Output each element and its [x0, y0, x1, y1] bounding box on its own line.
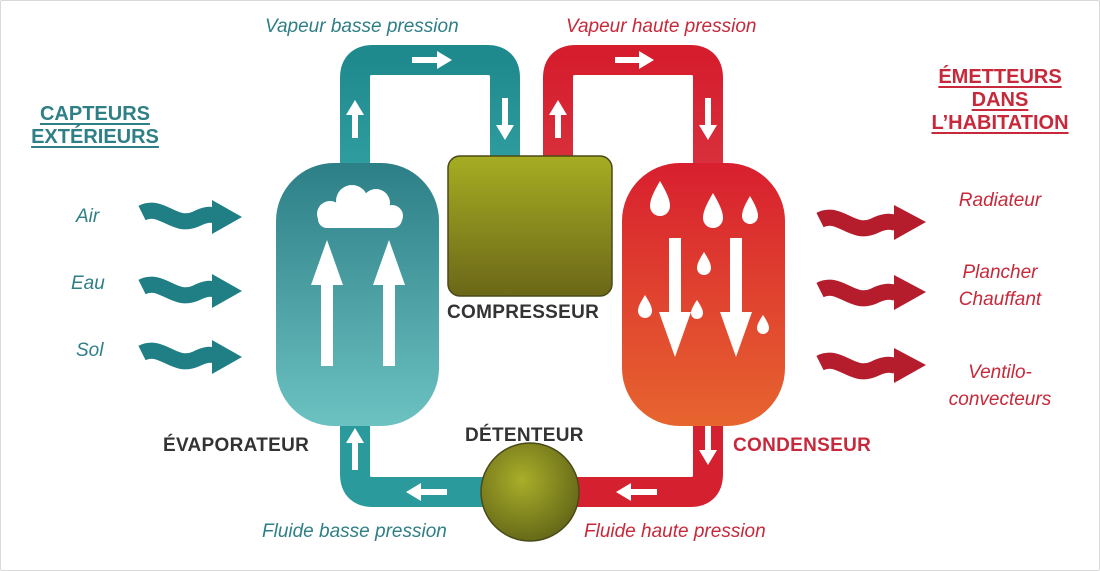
label-fluide-haute-pression: Fluide haute pression	[584, 521, 766, 542]
pipe-low-pressure-fluid	[340, 410, 490, 507]
water-drop-icon	[638, 181, 769, 334]
label-condenseur: CONDENSEUR	[733, 435, 872, 456]
right-panel-title: ÉMETTEURS DANS L’HABITATION	[910, 66, 1090, 135]
pipe-high-pressure-vapor	[543, 45, 723, 165]
left-title-line1: CAPTEURS	[39, 103, 150, 125]
label-vapeur-haute-pression: Vapeur haute pression	[566, 16, 757, 37]
label-evaporateur: ÉVAPORATEUR	[163, 435, 310, 456]
flow-arrow-icon	[346, 51, 717, 501]
left-panel-title: CAPTEURS EXTÉRIEURS	[13, 103, 177, 149]
emitter-ventilo-convecteurs: Ventilo- convecteurs	[930, 359, 1070, 413]
wavy-arrow-icon	[816, 205, 926, 383]
right-title-line3: L’HABITATION	[931, 112, 1069, 134]
pipe-low-pressure-vapor	[340, 45, 520, 165]
emitter-plancher-line2: Chauffant	[958, 289, 1042, 310]
cloud-icon	[317, 185, 403, 228]
emitter-radiateur: Radiateur	[958, 190, 1042, 211]
right-title-line2: DANS	[971, 89, 1029, 111]
label-vapeur-basse-pression: Vapeur basse pression	[265, 16, 459, 37]
label-fluide-basse-pression: Fluide basse pression	[262, 521, 447, 542]
source-sol: Sol	[76, 340, 104, 361]
source-eau: Eau	[71, 273, 105, 294]
condenser-tank	[622, 163, 785, 426]
expansion-valve	[480, 442, 580, 542]
emitter-plancher-chauffant: Plancher Chauffant	[930, 259, 1070, 313]
label-detendeur: DÉTENTEUR	[465, 425, 584, 446]
label-compresseur: COMPRESSEUR	[447, 302, 600, 323]
evaporator-tank	[276, 163, 439, 426]
source-air: Air	[76, 206, 100, 227]
compressor-box	[447, 155, 613, 297]
emitter-ventilo-line2: convecteurs	[948, 389, 1052, 410]
pipe-high-pressure-fluid	[570, 410, 723, 507]
evaporator-up-arrows	[311, 240, 405, 366]
emitter-ventilo-line1: Ventilo-	[968, 362, 1032, 383]
right-title-line1: ÉMETTEURS	[938, 66, 1062, 88]
emitter-plancher-line1: Plancher	[962, 262, 1038, 283]
condenser-down-arrows	[659, 238, 752, 357]
left-title-line2: EXTÉRIEURS	[31, 126, 159, 148]
wavy-arrow-icon	[138, 200, 242, 374]
